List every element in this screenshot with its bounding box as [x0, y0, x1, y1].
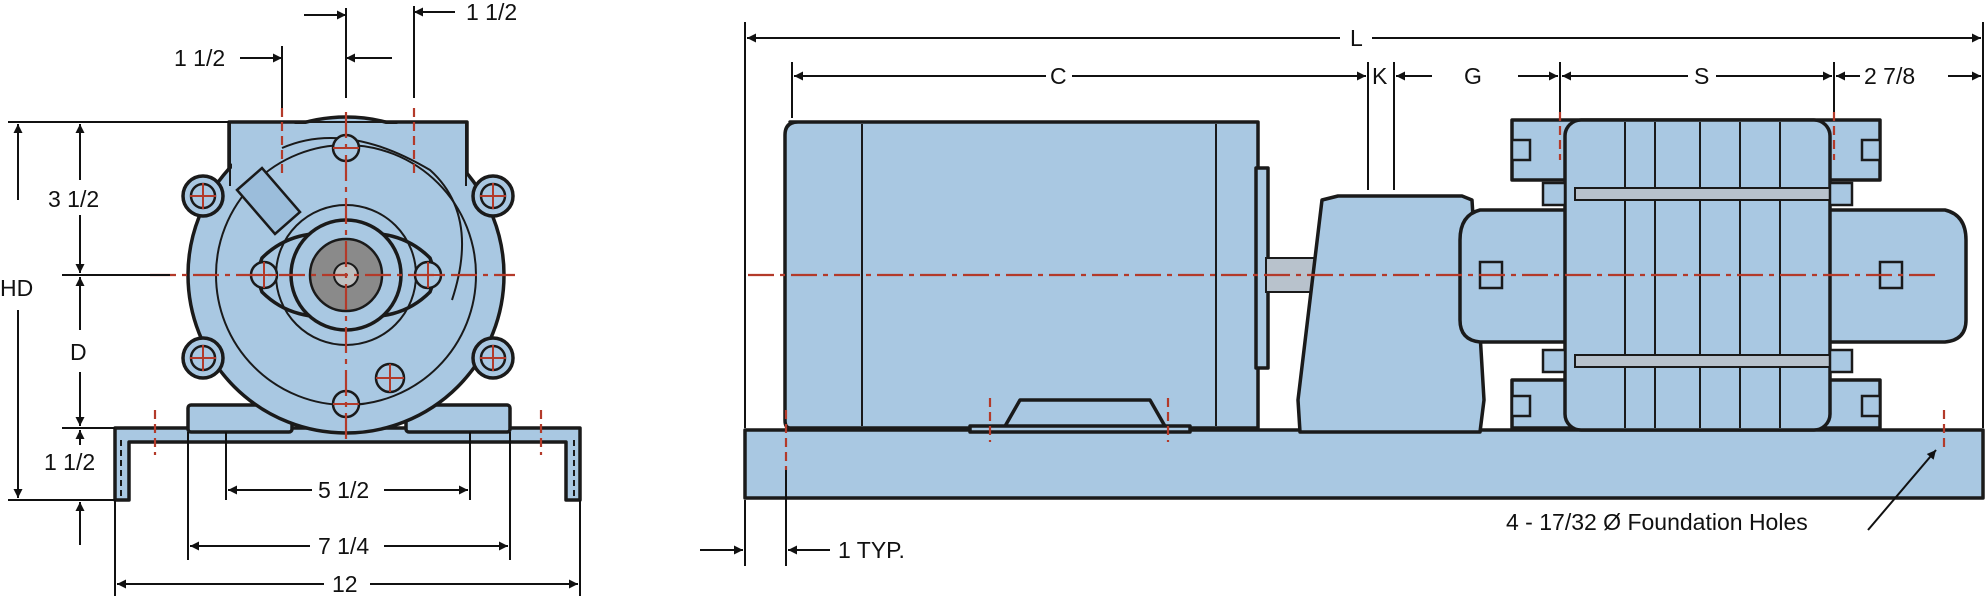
dim-c-label: C	[1050, 63, 1067, 89]
front-base-channel	[113, 426, 582, 502]
dim-d-label: D	[70, 339, 87, 365]
side-view: L C K G S 2 7/8	[700, 22, 1985, 566]
dim-top-right-label: 1 1/2	[466, 0, 517, 25]
motor	[783, 120, 1270, 434]
dim-overall-width-label: 12	[332, 571, 358, 597]
foundation-holes-note: 4 - 17/32 Ø Foundation Holes	[1506, 509, 1808, 535]
dim-hd-label: HD	[0, 275, 33, 301]
dim-g-label: G	[1464, 63, 1482, 89]
dim-hole-offset-label: 1 TYP.	[838, 537, 905, 563]
dim-l-label: L	[1350, 25, 1363, 51]
dim-k-label: K	[1372, 63, 1388, 89]
side-base-plate	[743, 428, 1985, 500]
dim-s-label: S	[1694, 63, 1709, 89]
front-dimensions: 1 1/2 1 1/2 HD 3 1/2 D 1 1/2	[0, 0, 581, 597]
dim-end-label: 2 7/8	[1864, 63, 1915, 89]
dim-inner-width-label: 5 1/2	[318, 477, 369, 503]
front-view: 1 1/2 1 1/2 HD 3 1/2 D 1 1/2	[0, 0, 582, 597]
dim-mid-width-label: 7 1/4	[318, 533, 369, 559]
dim-upper-height-label: 3 1/2	[48, 186, 99, 212]
bearing-pedestal	[1296, 194, 1486, 434]
side-dimensions: L C K G S 2 7/8	[700, 22, 1984, 566]
dim-top-left-label: 1 1/2	[174, 45, 225, 71]
dim-base-height-label: 1 1/2	[44, 449, 95, 475]
